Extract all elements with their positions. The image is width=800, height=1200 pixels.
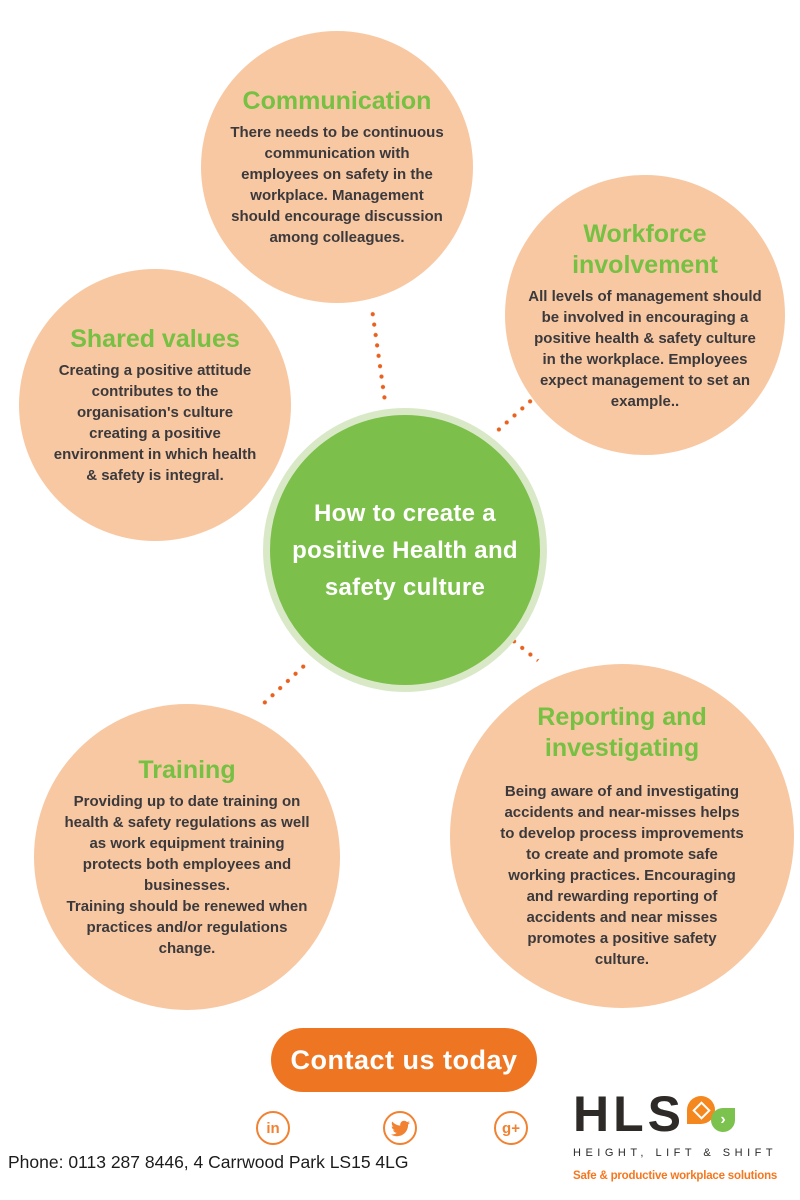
workforce-title: Workforce involvement <box>572 219 718 279</box>
circle-shared-values: Shared values Creating a positive attitu… <box>19 269 291 541</box>
circle-workforce-involvement: Workforce involvement All levels of mana… <box>505 175 785 455</box>
diamond-icon <box>691 1100 711 1120</box>
green-pin-icon: › <box>711 1108 735 1132</box>
center-title: How to create a positive Health and safe… <box>292 499 518 601</box>
twitter-icon[interactable] <box>383 1111 417 1145</box>
center-circle: How to create a positive Health and safe… <box>263 408 547 692</box>
linkedin-glyph: in <box>266 1119 280 1137</box>
connector-communication-dotted-line <box>369 308 389 406</box>
reporting-title: Reporting and investigating <box>537 703 707 762</box>
hls-logo-row: HLS › <box>573 1086 793 1142</box>
linkedin-icon[interactable]: in <box>256 1111 290 1145</box>
logo-tagline: Safe & productive workplace solutions <box>573 1170 778 1182</box>
shared-values-body: Creating a positive attitude contributes… <box>53 362 257 484</box>
phone-address-text: Phone: 0113 287 8446, 4 Carrwood Park LS… <box>8 1152 409 1172</box>
google-plus-icon[interactable]: g+ <box>494 1111 528 1145</box>
communication-title: Communication <box>242 87 432 115</box>
hls-logo: HLS › HEIGHT, LIFT & SHIFT Safe & produc… <box>573 1086 793 1182</box>
reporting-body: Being aware of and investigating acciden… <box>500 783 744 968</box>
workforce-body: All levels of management should be invol… <box>528 287 762 410</box>
twitter-bird-icon <box>390 1120 410 1136</box>
circle-communication: Communication There needs to be continuo… <box>201 31 473 303</box>
contact-us-button[interactable]: Contact us today <box>271 1028 537 1092</box>
hls-logo-text: HLS <box>573 1086 685 1142</box>
hls-logo-pins: › <box>687 1090 745 1142</box>
orange-pin-icon <box>687 1096 715 1124</box>
chevron-right-icon: › <box>720 1111 726 1128</box>
shared-values-title: Shared values <box>70 325 240 353</box>
logo-subtitle: HEIGHT, LIFT & SHIFT <box>573 1147 778 1159</box>
circle-training: Training Providing up to date training o… <box>34 704 340 1010</box>
training-body: Providing up to date training on health … <box>64 793 310 957</box>
circle-reporting-investigating: Reporting and investigating Being aware … <box>450 664 794 1008</box>
communication-body: There needs to be continuous communicati… <box>230 124 444 246</box>
google-plus-glyph: g+ <box>502 1119 520 1137</box>
connector-training-dotted-line <box>258 658 312 709</box>
training-title: Training <box>138 756 236 784</box>
